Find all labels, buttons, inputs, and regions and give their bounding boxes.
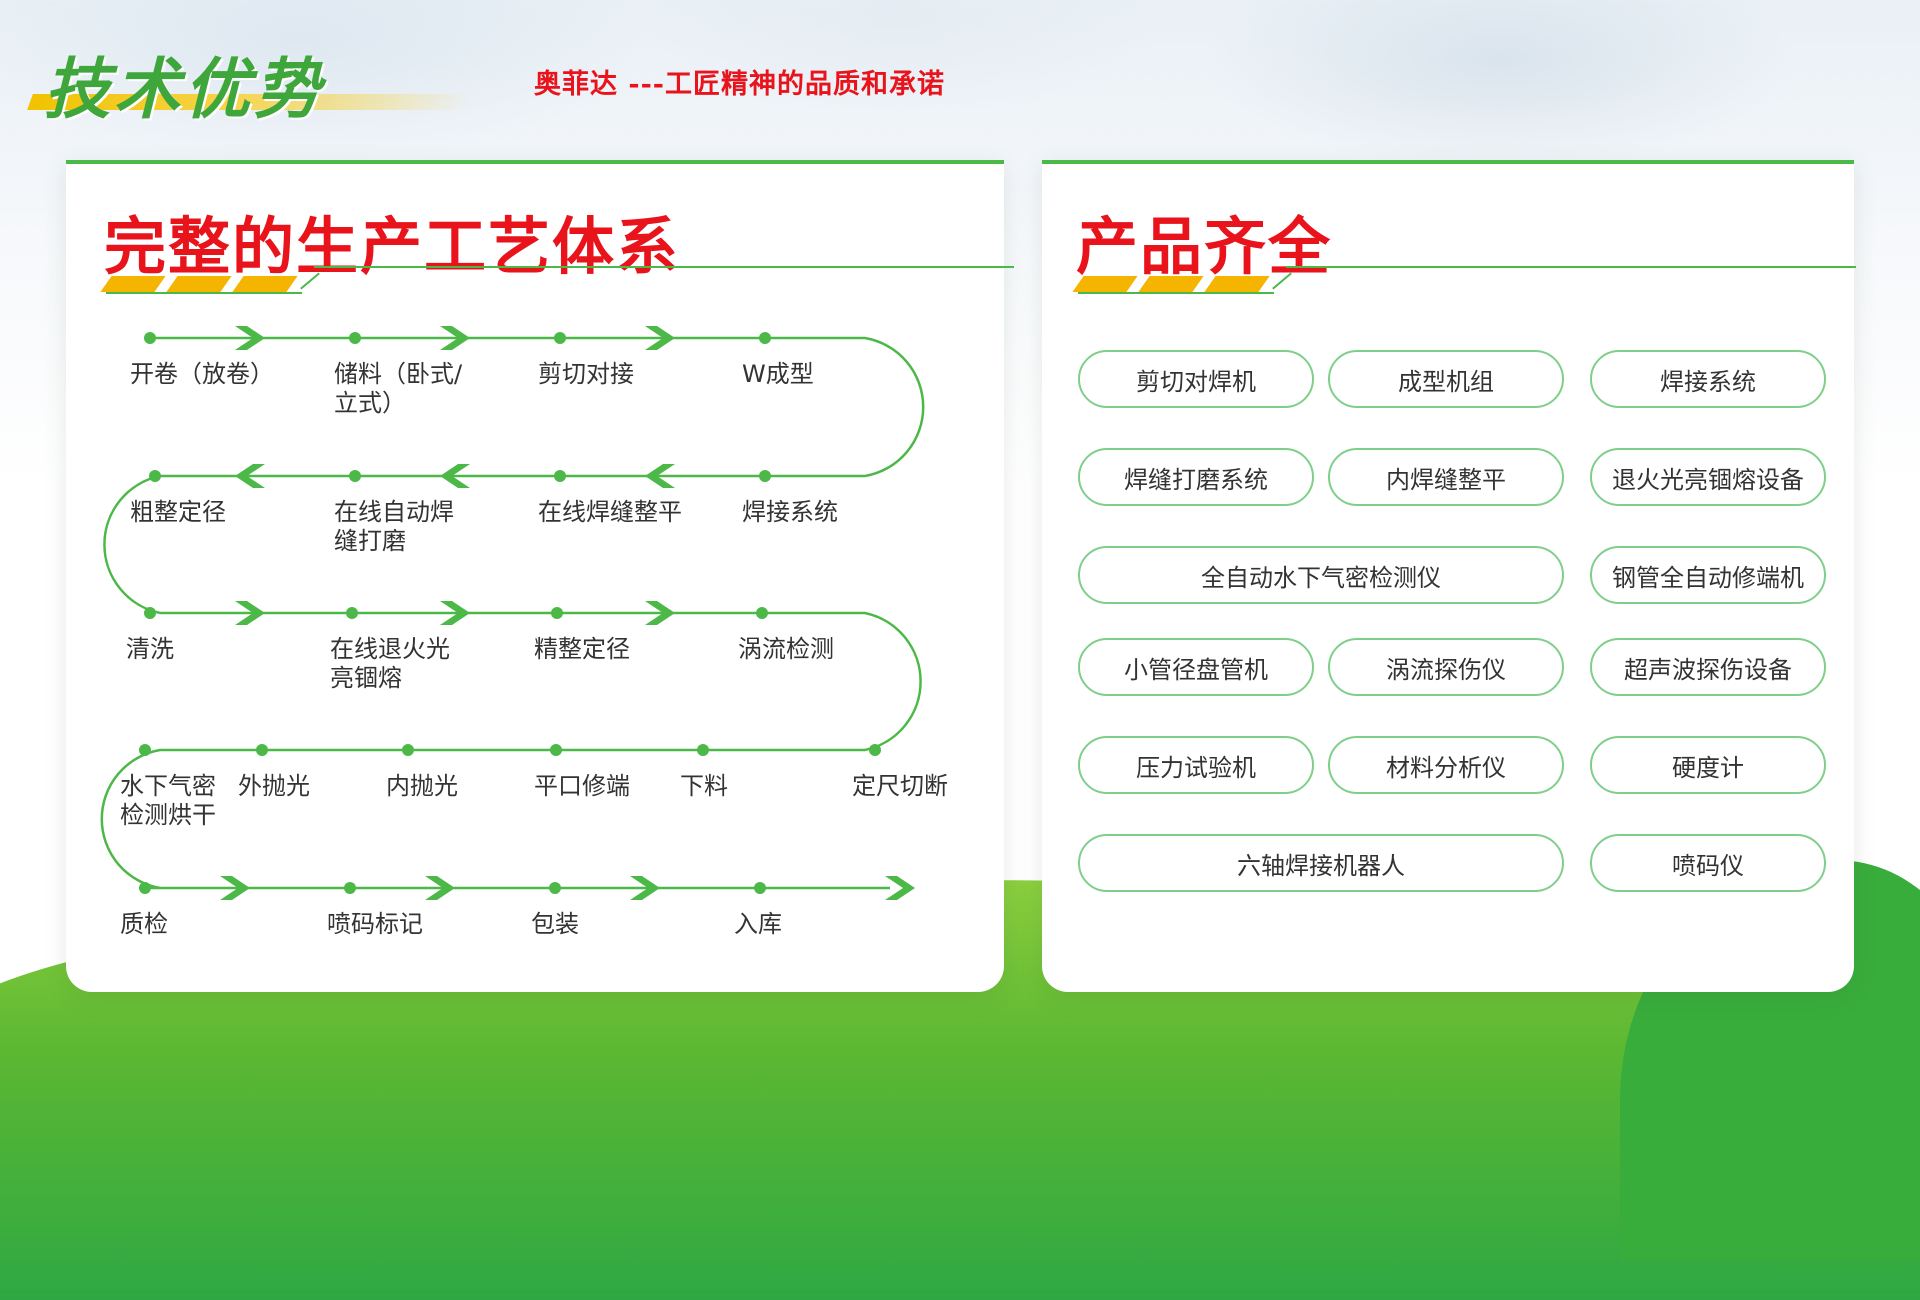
flow-step-label: 质检 bbox=[120, 910, 168, 938]
flow-step-dot bbox=[869, 744, 881, 756]
flow-step-dot bbox=[349, 470, 361, 482]
flow-step-label: 开卷（放卷） bbox=[130, 360, 274, 388]
product-pill: 成型机组 bbox=[1328, 350, 1564, 408]
flow-step-label: 喷码标记 bbox=[327, 910, 423, 938]
flow-step-label: 涡流检测 bbox=[738, 635, 834, 663]
flow-step-label: 储料（卧式/立式） bbox=[334, 360, 463, 417]
flow-step-dot bbox=[144, 332, 156, 344]
flow-step-dot bbox=[402, 744, 414, 756]
flow-arrow-chevron bbox=[235, 326, 265, 350]
flow-step-label: 下料 bbox=[680, 772, 728, 800]
flow-step-label: 包装 bbox=[531, 910, 579, 938]
flow-arrow-chevron bbox=[425, 876, 455, 900]
product-pill: 喷码仪 bbox=[1590, 834, 1826, 892]
flow-arrow-chevron bbox=[440, 601, 470, 625]
flow-step-label: 清洗 bbox=[126, 635, 174, 663]
flow-arrow-chevron bbox=[645, 601, 675, 625]
flow-step-dot bbox=[144, 607, 156, 619]
flow-step-dot bbox=[256, 744, 268, 756]
product-pill: 涡流探伤仪 bbox=[1328, 638, 1564, 696]
product-pill: 退火光亮锢熔设备 bbox=[1590, 448, 1826, 506]
flow-step-label: 焊接系统 bbox=[742, 498, 838, 526]
page-title: 技术优势 bbox=[44, 51, 324, 128]
product-pill: 压力试验机 bbox=[1078, 736, 1314, 794]
flow-step-dot bbox=[551, 607, 563, 619]
flow-step-dot bbox=[697, 744, 709, 756]
flow-arrow-chevron bbox=[440, 464, 470, 488]
flow-step-dot bbox=[139, 744, 151, 756]
product-pill: 剪切对焊机 bbox=[1078, 350, 1314, 408]
product-pill: 材料分析仪 bbox=[1328, 736, 1564, 794]
flow-step-label: 内抛光 bbox=[386, 772, 458, 800]
product-pill: 钢管全自动修端机 bbox=[1590, 546, 1826, 604]
flow-arrow-chevron bbox=[220, 876, 250, 900]
flow-step-dot bbox=[550, 744, 562, 756]
product-pill: 焊接系统 bbox=[1590, 350, 1826, 408]
flow-step-label: 入库 bbox=[734, 910, 782, 938]
flow-arrow-chevron bbox=[235, 464, 265, 488]
flow-arrow-chevron bbox=[235, 601, 265, 625]
product-pill: 小管径盘管机 bbox=[1078, 638, 1314, 696]
flow-arrow-chevron bbox=[645, 464, 675, 488]
flow-step-label: 平口修端 bbox=[534, 772, 630, 800]
process-card: 完整的生产工艺体系 bbox=[66, 160, 1014, 992]
product-pill: 内焊缝整平 bbox=[1328, 448, 1564, 506]
product-pill: 全自动水下气密检测仪 bbox=[1078, 546, 1564, 604]
flow-arrow-chevron bbox=[885, 876, 915, 900]
flow-arrow-chevron bbox=[440, 326, 470, 350]
products-card-title: 产品齐全 bbox=[1076, 210, 1333, 283]
flow-step-label: 剪切对接 bbox=[538, 360, 634, 388]
flow-step-dot bbox=[554, 332, 566, 344]
flow-step-dot bbox=[149, 470, 161, 482]
flow-step-label: 精整定径 bbox=[534, 635, 630, 663]
flow-step-label: 在线自动焊缝打磨 bbox=[334, 498, 454, 555]
flow-arrow-chevron bbox=[645, 326, 675, 350]
product-pill: 焊缝打磨系统 bbox=[1078, 448, 1314, 506]
flow-step-label: 外抛光 bbox=[238, 772, 310, 800]
flow-step-dot bbox=[754, 882, 766, 894]
flow-step-label: 定尺切断 bbox=[852, 772, 948, 800]
process-flow-diagram bbox=[100, 326, 925, 900]
product-pill: 六轴焊接机器人 bbox=[1078, 834, 1564, 892]
flow-arrow-chevron bbox=[630, 876, 660, 900]
flow-step-label: W成型 bbox=[742, 360, 814, 388]
flow-step-label: 在线退火光亮锢熔 bbox=[330, 635, 450, 692]
product-pill: 硬度计 bbox=[1590, 736, 1826, 794]
flow-step-dot bbox=[139, 882, 151, 894]
flow-step-dot bbox=[344, 882, 356, 894]
flow-step-label: 水下气密检测烘干 bbox=[120, 772, 216, 829]
flow-step-dot bbox=[349, 332, 361, 344]
slogan: 奥菲达 ---工匠精神的品质和承诺 bbox=[534, 69, 946, 100]
flow-step-dot bbox=[554, 470, 566, 482]
flow-step-dot bbox=[346, 607, 358, 619]
flow-step-dot bbox=[756, 607, 768, 619]
flow-step-label: 在线焊缝整平 bbox=[538, 498, 682, 526]
flow-step-dot bbox=[549, 882, 561, 894]
flow-step-label: 粗整定径 bbox=[130, 498, 226, 526]
flow-step-dot bbox=[759, 332, 771, 344]
product-pill: 超声波探伤设备 bbox=[1590, 638, 1826, 696]
process-card-title: 完整的生产工艺体系 bbox=[104, 210, 681, 283]
flow-step-dot bbox=[759, 470, 771, 482]
